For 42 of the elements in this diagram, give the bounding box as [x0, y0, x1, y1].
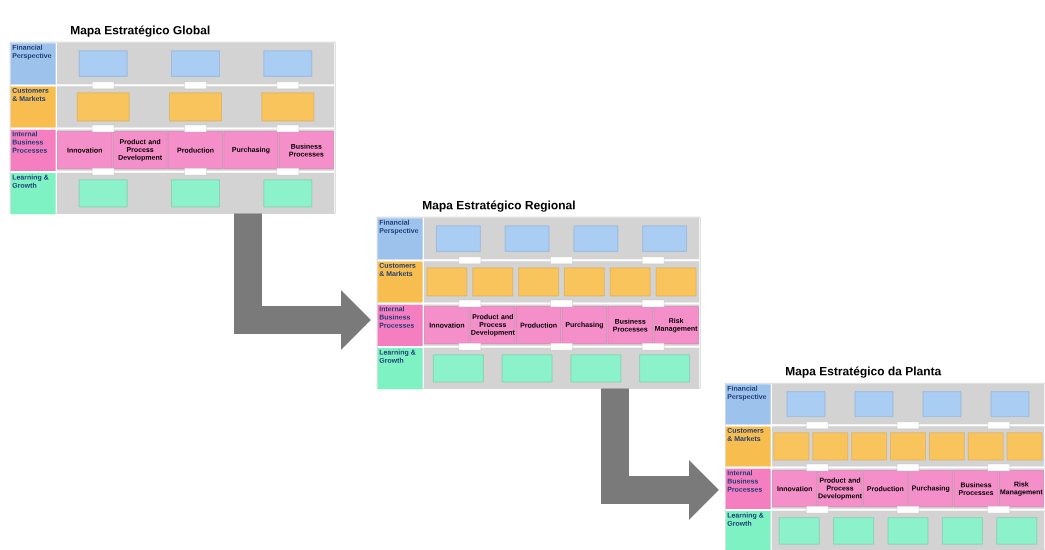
objective-box [922, 391, 962, 417]
objective-box [929, 432, 965, 461]
objective-box [570, 354, 622, 383]
objective-box [171, 50, 220, 77]
objective-box [854, 391, 894, 417]
objective-box [504, 225, 550, 252]
objective-box [639, 354, 690, 383]
objective-box [263, 50, 312, 77]
objective-box [436, 225, 481, 252]
objective-box [833, 517, 874, 545]
objective-box [786, 391, 826, 417]
objective-box [996, 517, 1037, 545]
map-title: Mapa Estratégico Global [71, 25, 210, 37]
objective-box [779, 517, 820, 545]
objective-box [773, 432, 810, 461]
objective-box [887, 517, 929, 545]
objective-box [169, 92, 222, 122]
objective-box [263, 179, 312, 208]
objective-box [610, 267, 651, 297]
objective-box [564, 267, 605, 297]
objective-box [426, 267, 468, 297]
objective-box [79, 50, 128, 77]
map-title: Mapa Estratégico Regional [423, 200, 575, 212]
objective-box [890, 432, 926, 461]
objective-box [261, 92, 314, 122]
objective-box [942, 517, 983, 545]
objective-box [501, 354, 553, 383]
objective-box [573, 225, 619, 252]
objective-box [472, 267, 513, 297]
objective-box [79, 179, 128, 208]
objective-box [433, 354, 484, 383]
objective-box [851, 432, 887, 461]
objective-box [518, 267, 559, 297]
objective-box [1006, 432, 1043, 461]
objective-box [171, 179, 220, 208]
objective-box [655, 267, 697, 297]
objective-box [990, 391, 1030, 417]
objective-box [642, 225, 687, 252]
objective-box [968, 432, 1004, 461]
map-title: Mapa Estratégico da Planta [786, 366, 942, 378]
objective-box [77, 92, 130, 122]
objective-box [812, 432, 848, 461]
